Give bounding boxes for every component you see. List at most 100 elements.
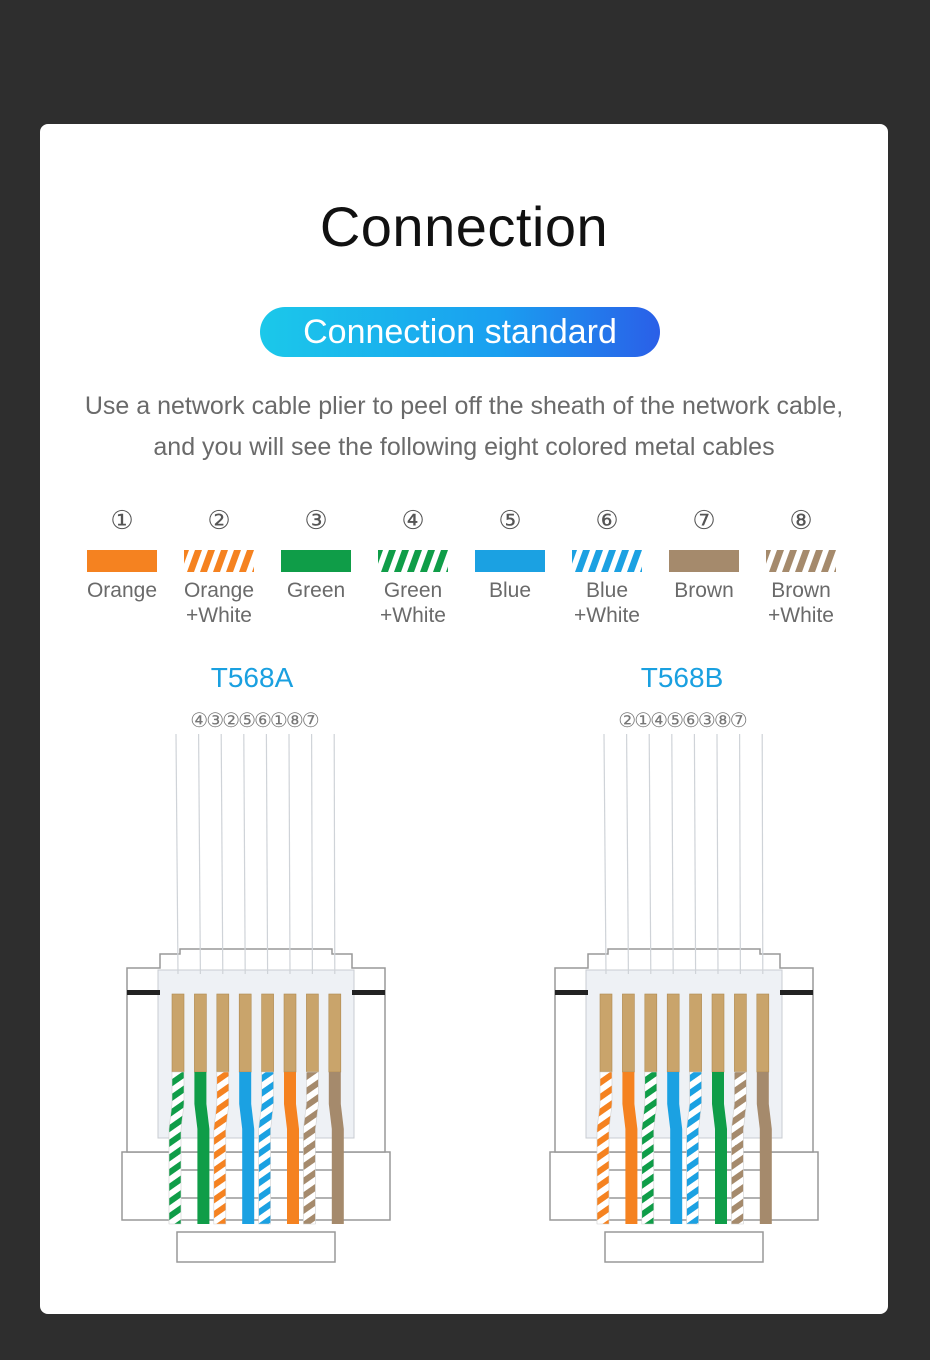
gold-contact: [216, 993, 230, 1073]
wire-item: ⑦ Brown: [654, 504, 754, 603]
wire-name-suffix: +White: [768, 604, 834, 627]
gold-contact: [734, 993, 747, 1073]
wire-name-suffix: +White: [574, 604, 640, 627]
wire-name: Blue: [488, 579, 532, 602]
plug-base: [549, 1151, 819, 1221]
wire-guide-line: [648, 734, 652, 975]
page-title: Connection: [319, 195, 609, 258]
wire-number: ①: [110, 505, 134, 535]
wire-guide-line: [693, 734, 697, 975]
wire-strand: [756, 1072, 772, 1224]
wire-guide-line: [243, 734, 246, 975]
wire-strand: [284, 1072, 299, 1224]
wire-number: ⑥: [595, 505, 619, 535]
wire-item: ③ Green: [266, 504, 366, 603]
wire-strand: [168, 1071, 185, 1225]
wire-item: ④ Green+White: [363, 504, 463, 628]
wire-guide-line: [333, 734, 336, 975]
wire-item: ⑥ Blue+White: [557, 504, 657, 628]
wire-strand: [596, 1071, 613, 1225]
wire-strand: [213, 1071, 230, 1225]
wire-guide-line: [761, 734, 764, 975]
gold-contact: [171, 993, 185, 1073]
wire-name-suffix: +White: [186, 604, 252, 627]
wire-guide-line: [716, 734, 719, 975]
wire-item: ② Orange+White: [169, 504, 269, 628]
wire-swatch: [378, 550, 448, 572]
plug-tab: [176, 1231, 336, 1263]
wire-guide-line: [603, 734, 607, 975]
wire-guide-line: [220, 734, 224, 975]
wire-guide-line: [311, 734, 313, 975]
gold-contact: [711, 993, 725, 1073]
description-text: Use a network cable plier to peel off th…: [84, 392, 844, 461]
section-pill: Connection standard: [260, 307, 660, 357]
wire-strand: [712, 1072, 727, 1224]
wire-guide-line: [198, 734, 201, 975]
wire-guide-line: [288, 734, 291, 975]
wire-strand: [194, 1072, 210, 1224]
gold-contact: [194, 993, 207, 1073]
gold-contact: [261, 993, 274, 1073]
wire-name: Blue: [585, 579, 629, 602]
wire-number: ⑤: [498, 505, 522, 535]
rj45-plug-t568b: [549, 734, 819, 1263]
wire-name: Brown: [771, 579, 831, 602]
gold-contact: [756, 993, 770, 1073]
wire-number: ⑦: [692, 505, 716, 535]
wire-name: Brown: [674, 579, 734, 602]
wire-item: ⑤ Blue: [460, 504, 560, 603]
wire-guide-line: [671, 734, 674, 975]
wire-swatch: [572, 550, 642, 572]
rj45-plug-t568a: [121, 734, 391, 1263]
wire-item: ⑧ Brown+White: [751, 504, 851, 628]
wire-swatch: [766, 550, 836, 572]
content-card: Connection Connection standard Use a net…: [40, 124, 888, 1314]
wire-strand: [303, 1071, 319, 1225]
wire-strand: [686, 1071, 702, 1225]
gold-contact: [666, 993, 680, 1073]
gold-contact: [306, 993, 319, 1073]
wire-item: ① Orange: [72, 504, 172, 603]
gold-contact: [644, 993, 658, 1073]
wire-strand: [258, 1071, 274, 1225]
gold-contact: [599, 993, 613, 1073]
wire-swatch: [87, 550, 157, 572]
wire-number: ④: [401, 505, 425, 535]
plug-window: [585, 969, 783, 1139]
wire-strand: [731, 1071, 747, 1225]
wire-name: Orange: [183, 579, 255, 602]
gold-contact: [689, 993, 702, 1073]
wire-guide-line: [626, 734, 629, 975]
wire-swatch: [281, 550, 351, 572]
standard-b-title: T568B: [640, 662, 724, 693]
wire-guide-line: [265, 734, 269, 975]
wire-number: ③: [304, 505, 328, 535]
standard-a-order: ④③②⑤⑥①⑧⑦: [190, 710, 319, 732]
gold-contact: [328, 993, 342, 1073]
standard-a-title: T568A: [210, 662, 294, 693]
wire-name-suffix: +White: [380, 604, 446, 627]
wire-strand: [641, 1071, 658, 1225]
wire-guide-line: [739, 734, 741, 975]
wire-strand: [239, 1072, 255, 1224]
wire-name: Green: [286, 579, 346, 602]
wire-swatch: [184, 550, 254, 572]
wire-strand: [328, 1072, 344, 1224]
plug-tab: [604, 1231, 764, 1263]
wire-number: ②: [207, 505, 231, 535]
plug-window: [157, 969, 355, 1139]
wire-strand: [622, 1072, 638, 1224]
gold-contact: [283, 993, 297, 1073]
wire-strand: [667, 1072, 683, 1224]
wire-swatch: [669, 550, 739, 572]
wire-number: ⑧: [789, 505, 813, 535]
wire-swatch: [475, 550, 545, 572]
standard-b-order: ②①④⑤⑥③⑧⑦: [618, 710, 747, 732]
gold-contact: [238, 993, 252, 1073]
wire-name: Green: [383, 579, 443, 602]
wire-guide-line: [175, 734, 179, 975]
gold-contact: [622, 993, 635, 1073]
wire-name: Orange: [86, 579, 158, 602]
